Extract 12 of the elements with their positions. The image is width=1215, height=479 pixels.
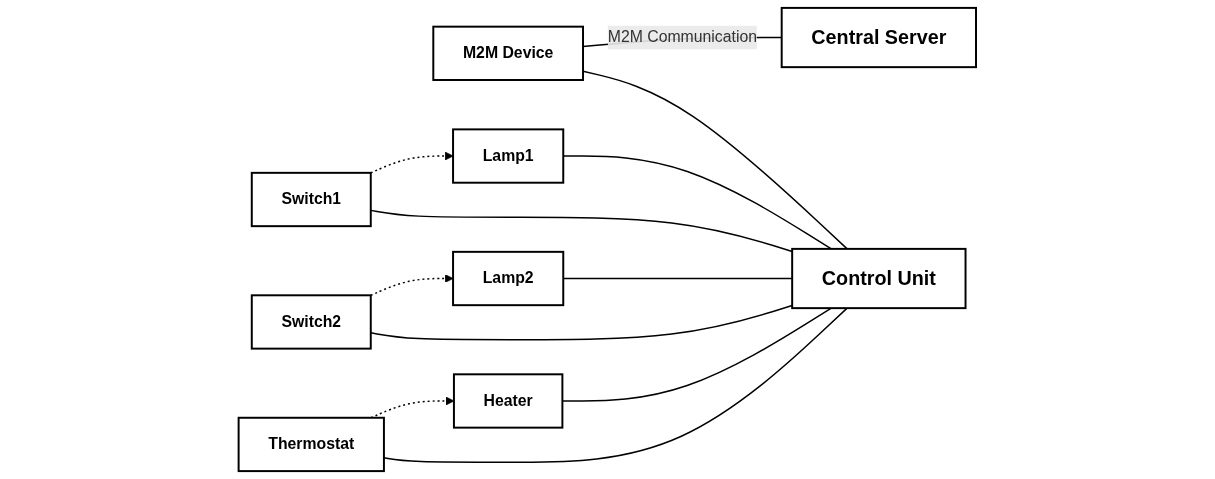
node-box: Lamp1	[452, 128, 565, 184]
node-box: Lamp2	[452, 250, 565, 307]
node-box: Heater	[453, 373, 564, 429]
node-box: Central Server	[780, 6, 978, 69]
node-box: Control Unit	[791, 247, 967, 310]
edge-label: M2M Communication	[607, 28, 758, 46]
arrow	[370, 151, 454, 174]
node-box: Switch1	[251, 171, 372, 228]
node-box: M2M Device	[432, 25, 585, 81]
node-box: Thermostat	[237, 416, 386, 473]
arrow	[370, 274, 454, 297]
node-box: Switch2	[251, 294, 372, 350]
